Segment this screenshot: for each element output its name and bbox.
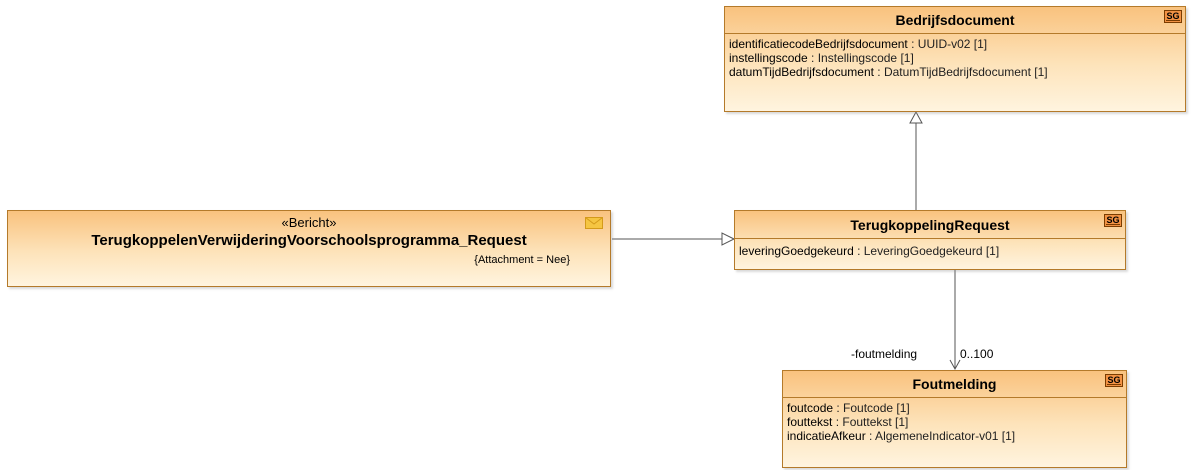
tagged-value-label: {Attachment = Nee} — [474, 254, 570, 266]
class-title: Foutmelding — [912, 376, 997, 392]
association-arrowhead-foutmelding — [949, 359, 961, 371]
class-title: TerugkoppelenVerwijderingVoorschoolsprog… — [91, 232, 527, 249]
envelope-icon — [585, 217, 603, 229]
attribute-row: indicatieAfkeur : AlgemeneIndicator-v01 … — [787, 429, 1016, 443]
attribute-row: datumTijdBedrijfsdocument : DatumTijdBed… — [729, 65, 1048, 79]
attribute-row: leveringGoedgekeurd : LeveringGoedgekeur… — [739, 244, 1000, 258]
attribute-row: identificatiecodeBedrijfsdocument : UUID… — [729, 37, 988, 51]
sg-badge-icon: SG — [1164, 10, 1182, 23]
class-title: Bedrijfsdocument — [895, 12, 1015, 28]
association-role-label: -foutmelding — [851, 347, 918, 361]
attribute-compartment: leveringGoedgekeurd : LeveringGoedgekeur… — [735, 238, 1125, 260]
attribute-row: fouttekst : Fouttekst [1] — [787, 415, 909, 429]
attribute-compartment: identificatiecodeBedrijfsdocument : UUID… — [725, 33, 1185, 81]
class-foutmelding[interactable]: Foutmelding SG foutcode : Foutcode [1] f… — [782, 370, 1127, 468]
generalization-arrowhead-bedrijfsdocument — [909, 110, 923, 124]
sg-badge-icon: SG — [1104, 214, 1122, 227]
class-terugkoppelen-verwijdering-request[interactable]: «Bericht» TerugkoppelenVerwijderingVoors… — [7, 210, 611, 287]
class-terugkoppeling-request[interactable]: TerugkoppelingRequest SG leveringGoedgek… — [734, 210, 1126, 270]
stereotype-label: «Bericht» — [281, 215, 337, 230]
association-multiplicity-label: 0..100 — [960, 347, 994, 361]
attribute-row: foutcode : Foutcode [1] — [787, 401, 910, 415]
attribute-row: instellingscode : Instellingscode [1] — [729, 51, 914, 65]
class-title: TerugkoppelingRequest — [850, 217, 1010, 233]
class-bedrijfsdocument[interactable]: Bedrijfsdocument SG identificatiecodeBed… — [724, 6, 1186, 112]
sg-badge-icon: SG — [1105, 374, 1123, 387]
generalization-arrowhead-terugkoppeling — [721, 232, 736, 246]
attribute-compartment: foutcode : Foutcode [1] fouttekst : Fout… — [783, 397, 1126, 445]
